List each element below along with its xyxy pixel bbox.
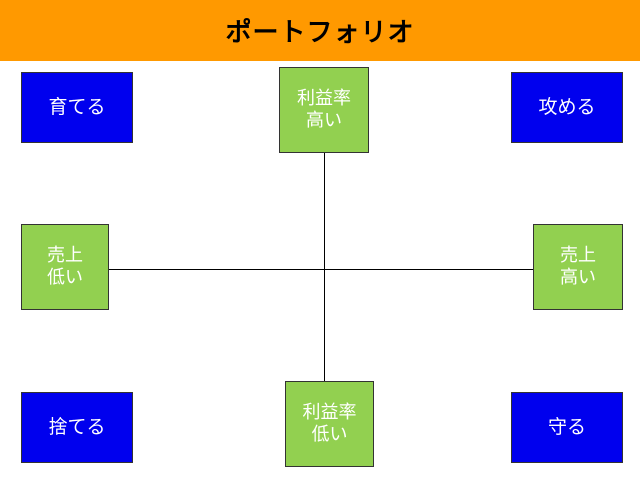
title-bar: ポートフォリオ <box>0 0 640 61</box>
axis-label-line: 売上 <box>560 244 596 266</box>
axis-label-line: 高い <box>306 110 342 131</box>
axis-label-line: 高い <box>560 267 596 288</box>
axis-label-sales-low: 売上 低い <box>21 224 109 310</box>
quadrant-label: 攻める <box>538 95 596 118</box>
axis-label-profit-high: 利益率 高い <box>279 67 369 153</box>
axis-label-line: 利益率 <box>297 87 351 109</box>
quadrant-discard: 捨てる <box>21 392 133 463</box>
axis-label-line: 低い <box>311 424 348 445</box>
axis-label-line: 低い <box>47 267 83 288</box>
horizontal-axis <box>108 269 534 270</box>
axis-label-line: 売上 <box>47 244 83 266</box>
quadrant-attack: 攻める <box>511 72 623 143</box>
quadrant-label: 捨てる <box>48 415 106 438</box>
axis-label-sales-high: 売上 高い <box>533 224 623 310</box>
diagram-title: ポートフォリオ <box>225 18 415 48</box>
quadrant-defend: 守る <box>511 392 623 463</box>
quadrant-label: 育てる <box>48 95 106 118</box>
vertical-axis <box>324 150 325 382</box>
axis-label-profit-low: 利益率 低い <box>285 381 374 467</box>
axis-label-line: 利益率 <box>302 401 357 423</box>
quadrant-label: 守る <box>547 415 586 438</box>
quadrant-grow: 育てる <box>21 72 133 143</box>
